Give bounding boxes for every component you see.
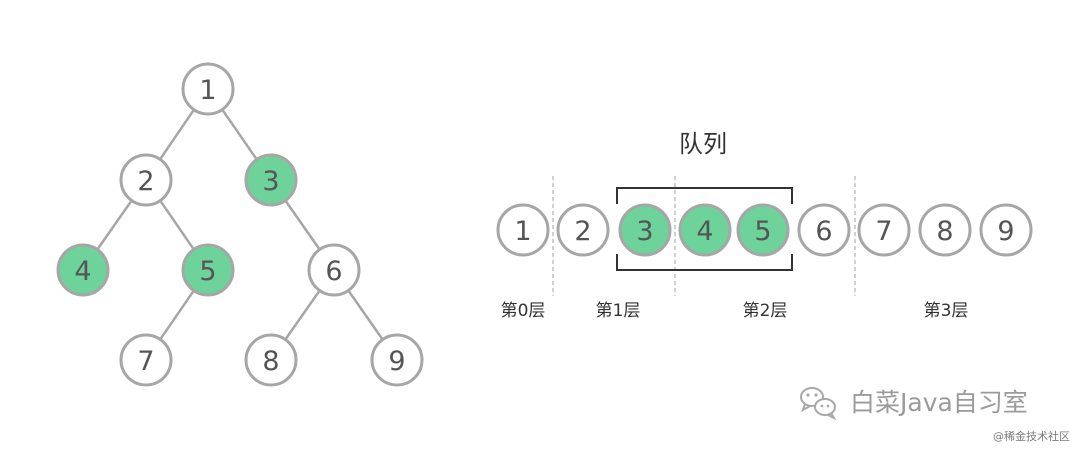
tree-edge-6-8: [284, 289, 321, 341]
queue-item-2: 2: [556, 203, 610, 257]
queue-window-bracket: [616, 187, 793, 271]
tree-edge-1-2: [159, 108, 195, 161]
tree-node-label: 6: [325, 256, 342, 287]
queue-item-9: 9: [979, 203, 1033, 257]
queue-item-circle: [678, 203, 732, 257]
tree-node-label: 5: [199, 256, 216, 287]
level-label-2: 第2层: [743, 301, 788, 321]
tree-node-1: 1: [181, 62, 235, 116]
tree-node-label: 8: [262, 346, 279, 377]
queue-item-label: 2: [574, 216, 591, 247]
tree-node-circle: [244, 333, 298, 387]
queue-item-label: 9: [997, 216, 1014, 247]
queue-item-8: 8: [918, 203, 972, 257]
tree-node-label: 9: [388, 346, 405, 377]
tree-node-6: 6: [307, 243, 361, 297]
tree-node-label: 2: [137, 166, 154, 197]
tree-nodes: 1 2 3 4 5 6 7 8 9: [56, 62, 424, 387]
queue-item-label: 5: [754, 216, 771, 247]
tree-edge-2-5: [159, 199, 195, 251]
tree-node-circle: [370, 333, 424, 387]
tree-node-label: 3: [262, 166, 279, 197]
queue-item-4: 4: [678, 203, 732, 257]
queue-item-circle: [496, 203, 550, 257]
tree-node-7: 7: [119, 333, 173, 387]
queue-item-label: 1: [514, 216, 531, 247]
queue-items: 1 2 3 4 5 6 7 8 9: [496, 203, 1033, 257]
tree-edge-6-9: [347, 289, 384, 341]
queue-item-label: 8: [936, 216, 953, 247]
level-label-3: 第3层: [924, 301, 969, 321]
queue-item-circle: [918, 203, 972, 257]
tree-edge-2-4: [96, 199, 133, 251]
wechat-icon: [800, 387, 837, 421]
queue-title: 队列: [679, 130, 727, 158]
tree-node-circle: [56, 243, 110, 297]
watermark-brand: 白菜Java自习室: [850, 388, 1028, 417]
queue-item-1: 1: [496, 203, 550, 257]
queue-item-7: 7: [857, 203, 911, 257]
tree-node-circle: [119, 153, 173, 207]
tree-node-2: 2: [119, 153, 173, 207]
tree-node-4: 4: [56, 243, 110, 297]
tree-node-label: 4: [74, 256, 91, 287]
queue-item-label: 4: [696, 216, 713, 247]
watermark-credit: @稀金技术社区: [993, 429, 1070, 443]
tree-edge-3-6: [284, 199, 321, 251]
tree-node-circle: [119, 333, 173, 387]
tree-edge-5-7: [159, 289, 195, 341]
queue-item-circle: [979, 203, 1033, 257]
tree-node-3: 3: [244, 153, 298, 207]
level-label-1: 第1层: [596, 301, 641, 321]
queue-item-6: 6: [797, 203, 851, 257]
queue-item-label: 3: [636, 216, 653, 247]
tree-node-8: 8: [244, 333, 298, 387]
queue-item-label: 7: [875, 216, 892, 247]
tree-node-circle: [181, 243, 235, 297]
queue-dividers: [552, 176, 856, 296]
queue-item-circle: [857, 203, 911, 257]
queue-item-circle: [736, 203, 790, 257]
queue-item-label: 6: [815, 216, 832, 247]
tree-edges: [96, 108, 384, 341]
queue-item-5: 5: [736, 203, 790, 257]
tree-node-9: 9: [370, 333, 424, 387]
tree-node-label: 7: [137, 346, 154, 377]
tree-node-5: 5: [181, 243, 235, 297]
tree-node-circle: [181, 62, 235, 116]
tree-node-circle: [244, 153, 298, 207]
queue-item-circle: [618, 203, 672, 257]
queue-item-3: 3: [618, 203, 672, 257]
tree-edge-1-3: [221, 108, 258, 161]
watermark: 白菜Java自习室 @稀金技术社区: [800, 387, 1070, 443]
queue-level-labels: 第0层 第1层 第2层 第3层: [501, 301, 969, 321]
tree-node-circle: [307, 243, 361, 297]
level-label-0: 第0层: [501, 301, 546, 321]
tree-node-label: 1: [199, 75, 216, 106]
queue-item-circle: [556, 203, 610, 257]
queue-item-circle: [797, 203, 851, 257]
